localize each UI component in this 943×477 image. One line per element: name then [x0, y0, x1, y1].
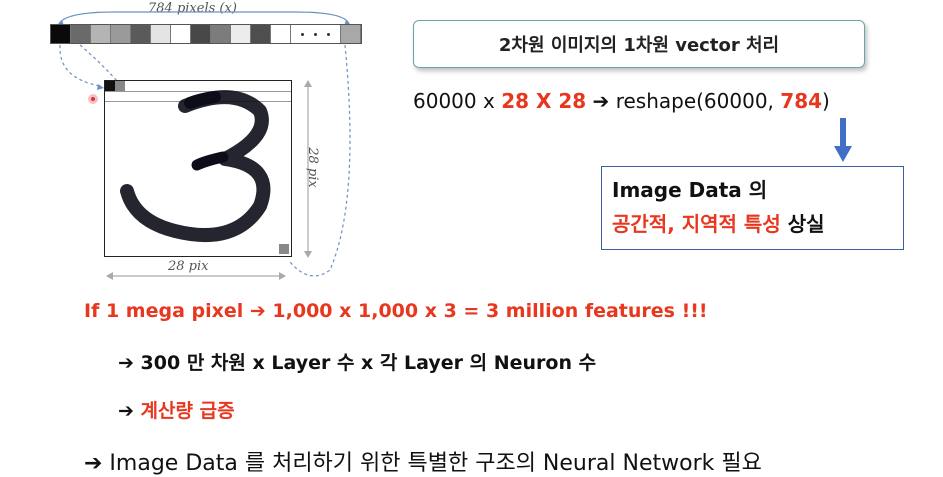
reshape-call-end: ): [822, 89, 830, 113]
down-arrow-icon: [834, 118, 852, 162]
dimension-line: ➔ 300 만 차원 x Layer 수 x 각 Layer 의 Neuron …: [118, 348, 596, 375]
pixel-strip: [50, 24, 362, 44]
strip-pixel: [251, 25, 271, 43]
reshape-arrow: ➔: [586, 89, 616, 113]
reshape-prefix: 60000 x: [413, 89, 502, 113]
cursor-dot: [88, 94, 98, 104]
bottom-dimension-label: 28 pix: [168, 259, 209, 274]
info-line1: Image Data 의: [612, 178, 768, 202]
calc-line: ➔ 계산량 급증: [118, 396, 235, 423]
title-box: 2차원 이미지의 1차원 vector 처리: [413, 20, 865, 68]
strip-pixel: [91, 25, 111, 43]
strip-pixel: [271, 25, 291, 43]
info-box: Image Data 의 공간적, 지역적 특성 상실: [601, 166, 904, 250]
dimension-arrow-icon: ➔: [118, 352, 134, 374]
conclusion-line: ➔ Image Data 를 처리하기 위한 특별한 구조의 Neural Ne…: [84, 451, 762, 476]
calc-arrow-icon: ➔: [118, 400, 134, 422]
digit-three-glyph: [120, 90, 271, 243]
reshape-dims: 28 X 28: [501, 89, 587, 113]
mega-pixel-line: If 1 mega pixel ➔ 1,000 x 1,000 x 3 = 3 …: [84, 300, 708, 322]
strip-pixel: [211, 25, 231, 43]
strip-pixel-last: [341, 25, 361, 43]
reshape-value: 784: [780, 89, 823, 113]
strip-pixel: [231, 25, 251, 43]
digit-image: [104, 80, 292, 257]
strip-pixel: [171, 25, 191, 43]
strip-ellipsis: [291, 25, 341, 43]
strip-pixel: [151, 25, 171, 43]
dimension-arrows: [106, 80, 312, 280]
strip-pixel: [71, 25, 91, 43]
side-dimension-label: 28 pix: [304, 147, 320, 188]
reshape-line: 60000 x 28 X 28 ➔ reshape(60000, 784): [413, 89, 830, 113]
info-line2-black: 상실: [780, 212, 825, 236]
calc-text: 계산량 급증: [140, 400, 235, 422]
strip-pixel: [51, 25, 71, 43]
reshape-call: reshape(60000,: [615, 89, 781, 113]
info-line2-red: 공간적, 지역적 특성: [612, 212, 781, 236]
strip-pixel: [111, 25, 131, 43]
strip-pixel: [191, 25, 211, 43]
dimension-text: 300 만 차원 x Layer 수 x 각 Layer 의 Neuron 수: [140, 352, 597, 374]
info-line2: 공간적, 지역적 특성 상실: [612, 207, 893, 241]
strip-pixel: [131, 25, 151, 43]
